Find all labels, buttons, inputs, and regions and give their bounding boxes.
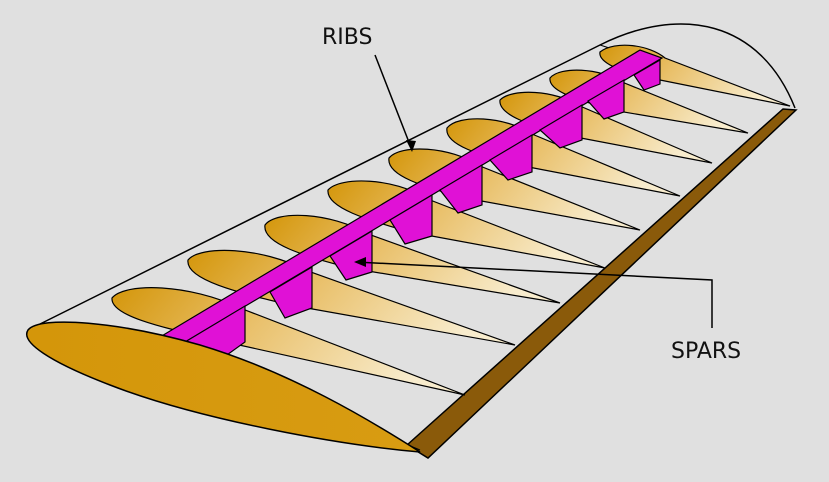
wing-outline — [27, 23, 796, 331]
ribs-label: RIBS — [322, 25, 372, 50]
spars-leader-line — [355, 261, 713, 328]
spar-web — [329, 229, 373, 281]
spar-web — [489, 133, 533, 181]
rib-root — [26, 321, 421, 453]
ribs-arrowhead — [406, 140, 416, 152]
spar-web — [587, 78, 625, 120]
spar-web-group — [173, 58, 661, 361]
spars-label: SPARS — [671, 339, 741, 364]
spars-arrowhead — [354, 257, 366, 267]
spar-web — [269, 265, 313, 319]
spar-web — [538, 103, 583, 149]
spar-web — [633, 58, 661, 91]
trailing-edge — [405, 108, 798, 459]
spar-web — [389, 193, 433, 245]
spar-web — [439, 163, 483, 214]
ribs-leader-line — [374, 54, 413, 151]
